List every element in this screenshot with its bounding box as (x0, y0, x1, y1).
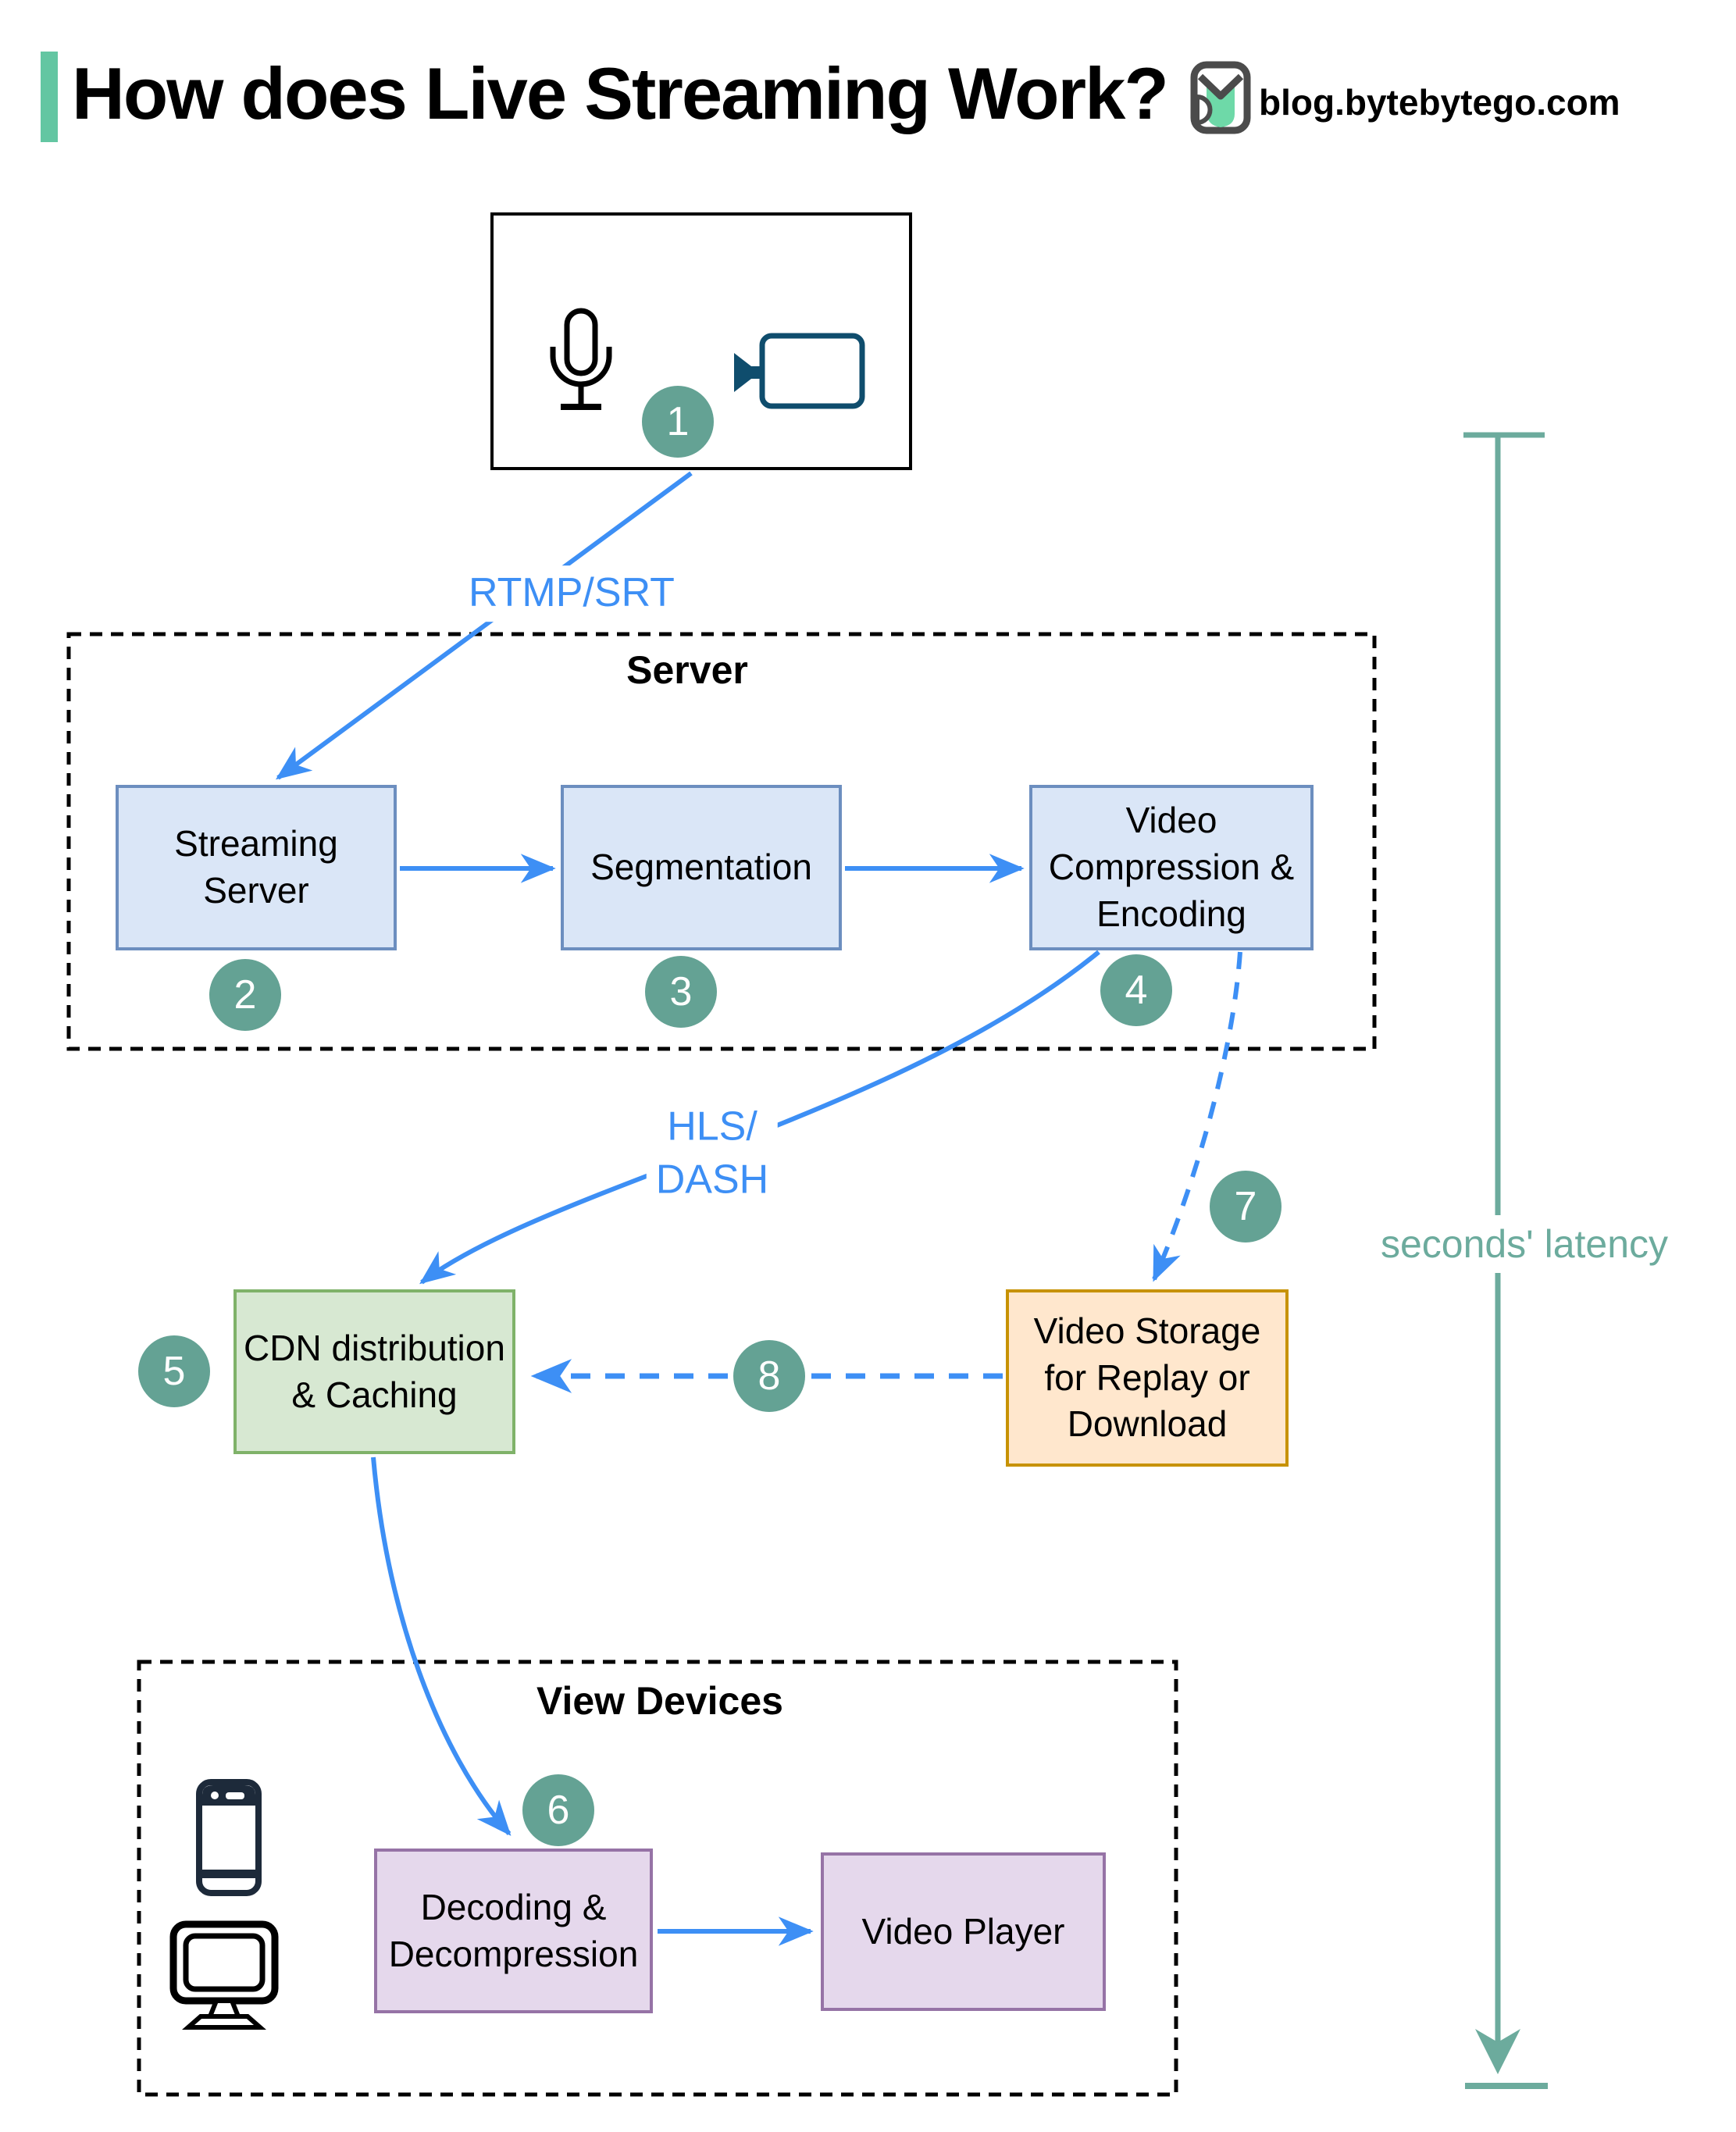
step-4-badge: 4 (1100, 954, 1172, 1026)
step-7-badge: 7 (1210, 1171, 1282, 1242)
node-video-player: Video Player (821, 1852, 1106, 2011)
node-streaming-server: Streaming Server (116, 785, 397, 950)
smartphone-icon (196, 1779, 262, 1896)
step-1-badge: 1 (642, 386, 714, 458)
node-video-storage: Video Storage for Replay or Download (1006, 1289, 1289, 1467)
arrow-compression-to-storage-dashed (1152, 951, 1242, 1282)
step-3-badge: 3 (645, 956, 717, 1028)
latency-arrowhead (1475, 2029, 1520, 2074)
protocol-label-rtmp-srt: RTMP/SRT (459, 565, 684, 622)
video-camera-icon (734, 333, 865, 409)
desktop-monitor-icon (169, 1920, 279, 2030)
node-video-compression: Video Compression & Encoding (1029, 785, 1314, 950)
step-6-badge: 6 (522, 1774, 594, 1846)
server-group-title: Server (626, 648, 748, 692)
protocol-label-hls-dash: HLS/ DASH (646, 1099, 779, 1208)
view-devices-group-title: View Devices (536, 1679, 783, 1723)
node-segmentation: Segmentation (561, 785, 842, 950)
server-group-border (66, 632, 1377, 1051)
arrow-cdn-to-decoding (371, 1456, 512, 1836)
microphone-icon (550, 308, 612, 410)
node-decoding: Decoding & Decompression (374, 1849, 653, 2013)
arrow-capture-to-streaming-server (275, 471, 693, 780)
latency-label: seconds' latency (1371, 1215, 1678, 1273)
step-8-badge: 8 (733, 1340, 805, 1412)
step-5-badge: 5 (138, 1335, 210, 1407)
site-url-label: blog.bytebytego.com (1259, 82, 1620, 123)
bytebytego-logo-icon (1190, 61, 1251, 134)
title-accent-bar (41, 52, 58, 142)
step-2-badge: 2 (209, 959, 281, 1031)
node-cdn: CDN distribution & Caching (233, 1289, 515, 1454)
page-title: How does Live Streaming Work? (72, 52, 1169, 134)
view-devices-group-border (137, 1660, 1178, 2097)
